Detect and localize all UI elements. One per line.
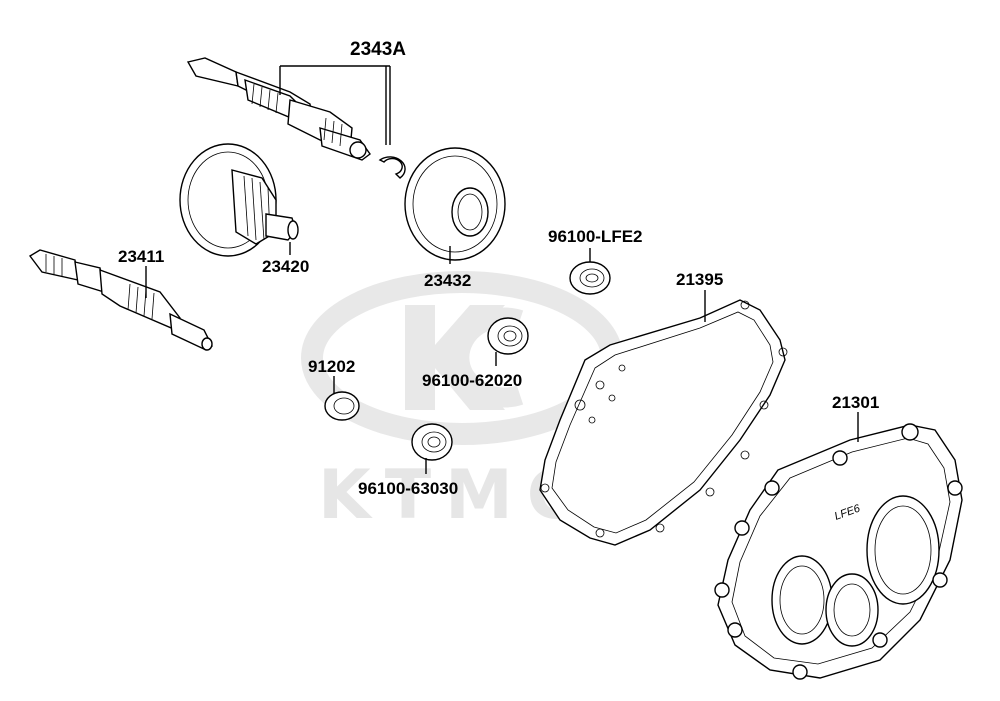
- gear-23420: [179, 143, 299, 257]
- label-23420: 23420: [262, 257, 309, 276]
- label-2343a: 2343A: [350, 39, 406, 60]
- label-96100-63030: 96100-63030: [358, 479, 458, 498]
- shaft-2343a: [186, 57, 371, 161]
- bearing-96100-lfe2: [569, 261, 611, 295]
- leader-2343a: [279, 65, 391, 145]
- label-21395: 21395: [676, 270, 723, 289]
- label-96100-62020: 96100-62020: [422, 371, 522, 390]
- cover-21301: [714, 423, 963, 680]
- gear-23432: [404, 147, 506, 261]
- seal-91202: [324, 391, 360, 421]
- bearing-96100-63030: [411, 423, 453, 461]
- bearing-96100-62020: [487, 317, 529, 355]
- label-21301: 21301: [832, 393, 879, 412]
- circlip: [378, 156, 406, 179]
- shaft-23411: [28, 249, 213, 351]
- label-23411: 23411: [118, 247, 164, 266]
- gasket-21395: [539, 299, 788, 546]
- label-91202: 91202: [308, 357, 355, 376]
- label-96100-lfe2: 96100-LFE2: [548, 227, 643, 246]
- label-23432: 23432: [424, 271, 471, 290]
